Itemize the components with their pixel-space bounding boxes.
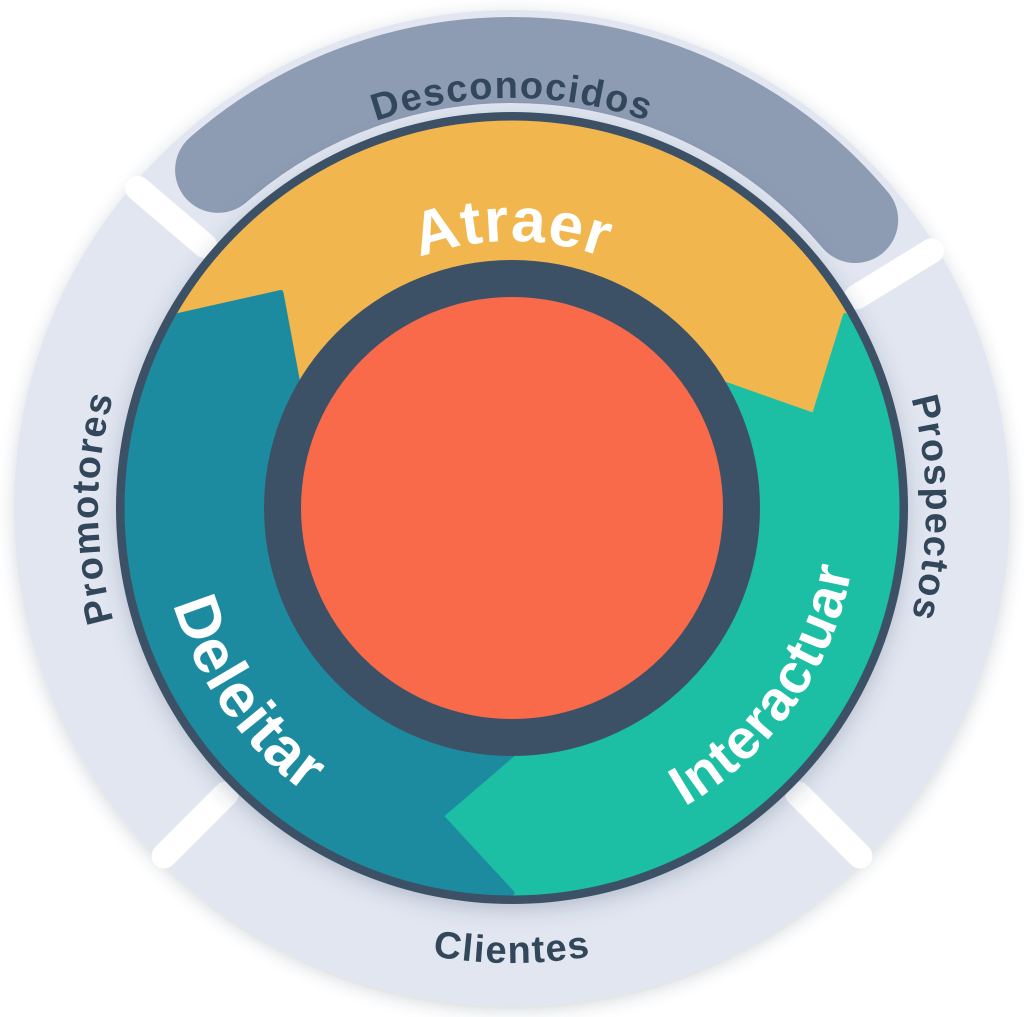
outer-ring-top-segment [175,17,899,263]
label-clientes: Clientes [431,924,593,973]
center-ring [264,260,760,756]
ring-gap-top-right [844,238,944,310]
ring-gap-top-left [125,176,218,259]
center-circle [301,297,723,719]
ring-gap-bottom-left [151,781,239,869]
ring-gap-bottom-right [785,781,873,869]
flywheel: Atraer Interactuar Deleitar [116,112,908,904]
